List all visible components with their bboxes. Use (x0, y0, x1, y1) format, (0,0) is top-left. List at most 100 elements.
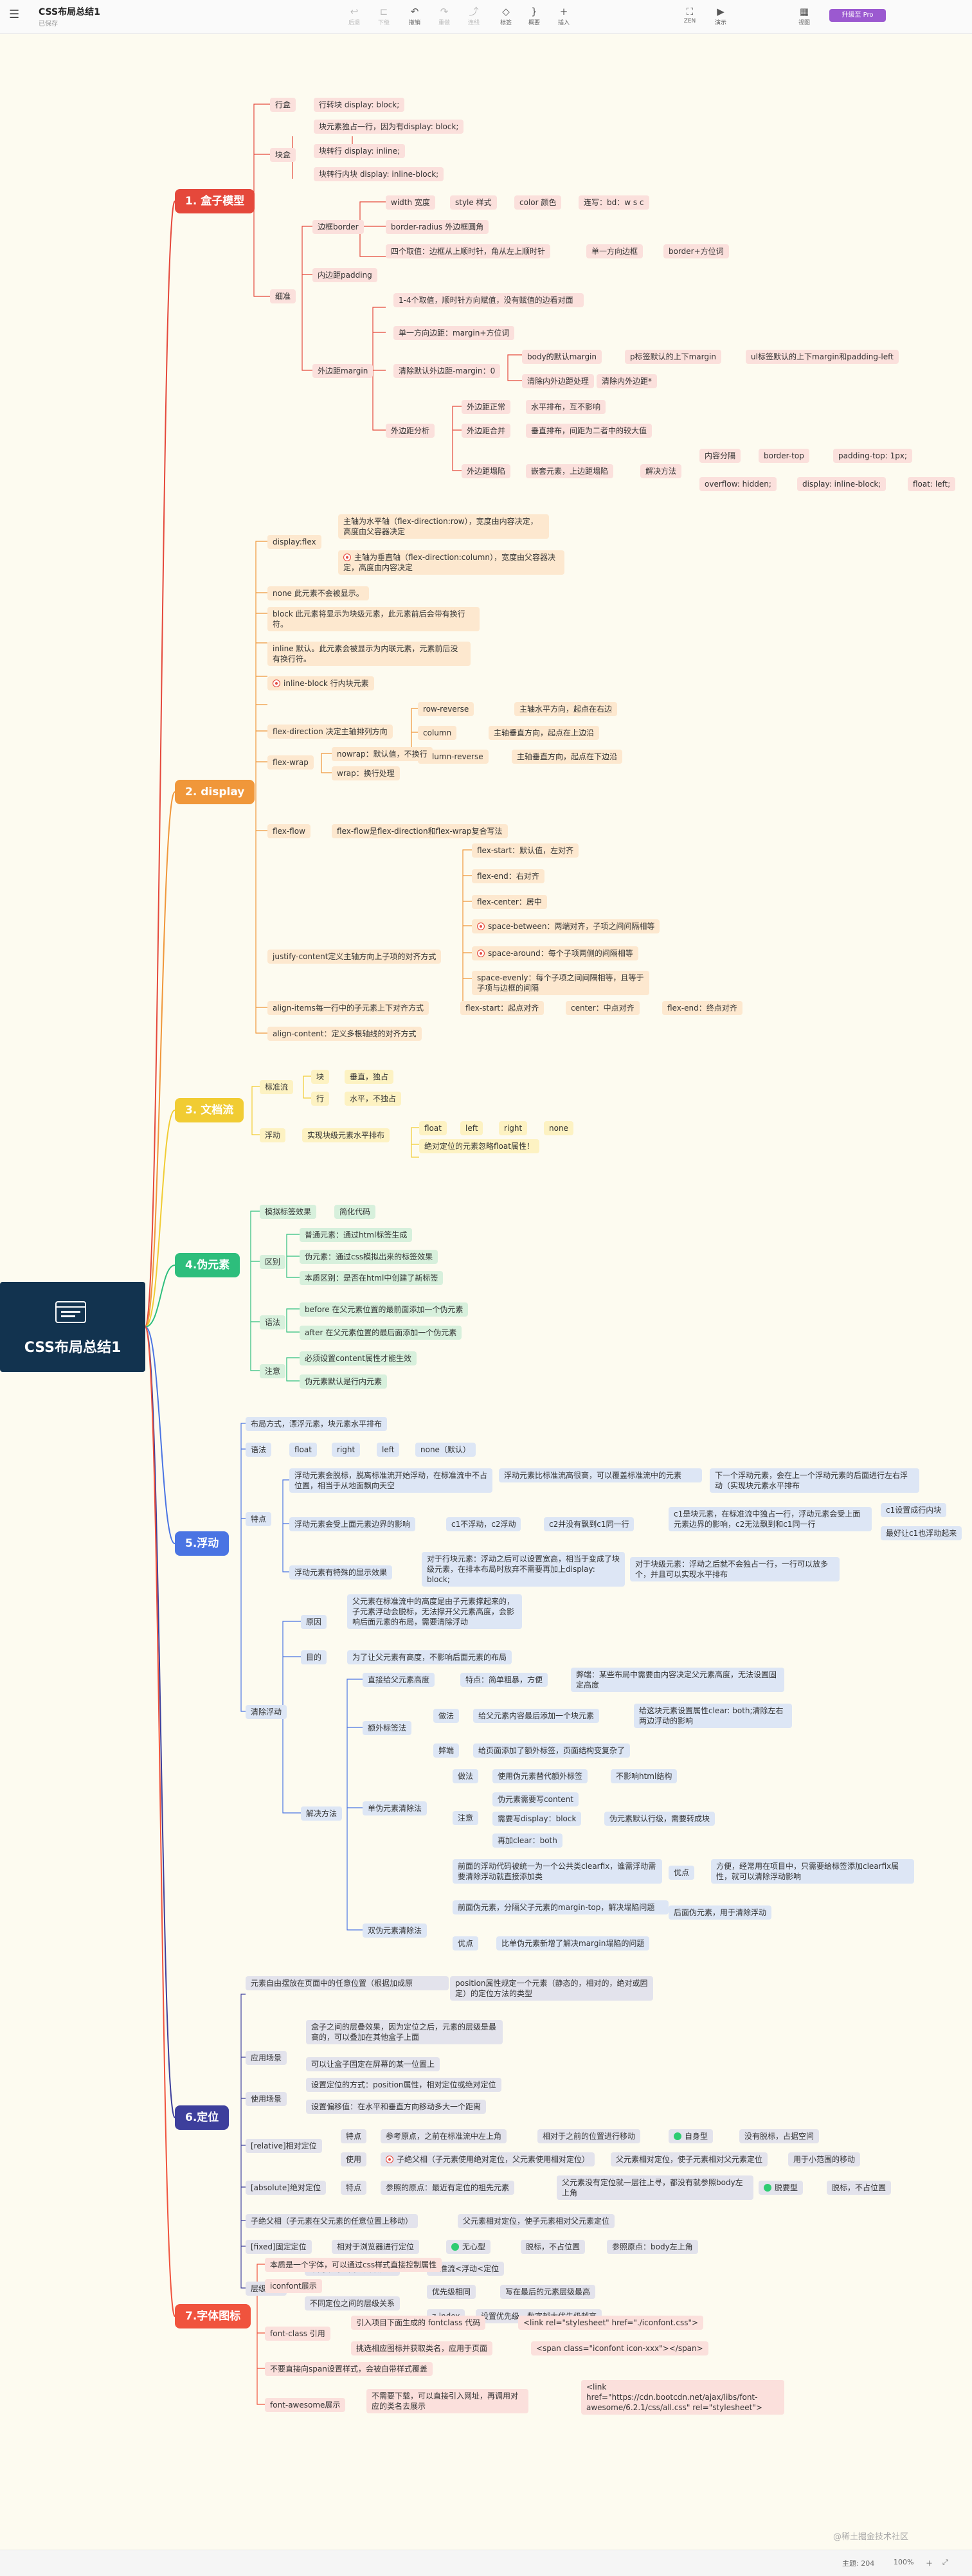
node[interactable]: c1设置成行内块 (881, 1503, 947, 1517)
node[interactable]: 绝对定位的元素忽略float属性！ (419, 1139, 539, 1153)
node[interactable]: 块元素独占一行，因为有display: block; (314, 120, 464, 134)
node[interactable]: 浮动元素有特殊的显示效果 (289, 1565, 393, 1580)
node[interactable]: 不影响html结构 (611, 1769, 678, 1783)
node[interactable]: 相对于浏览器进行定位 (332, 2240, 420, 2254)
node[interactable]: 最好让c1也浮动起来 (881, 1526, 962, 1540)
node[interactable]: body的默认margin (522, 350, 602, 364)
node[interactable]: 单一方向边框 (586, 244, 644, 258)
node[interactable]: flex-end：右对齐 (472, 869, 544, 883)
node[interactable]: 主轴垂直方向，起点在下边沿 (512, 750, 623, 764)
node[interactable]: space-evenly：每个子项之间间隔相等，且等于子项与边框的间隔 (472, 971, 649, 995)
node[interactable]: 主轴为垂直轴（flex-direction:column），宽度由父容器决定，高… (338, 550, 564, 575)
node[interactable]: 浮动 (260, 1128, 286, 1142)
node[interactable]: 用于小范围的移动 (788, 2152, 861, 2166)
node[interactable]: 原因 (301, 1615, 327, 1629)
node[interactable]: overflow: hidden; (699, 477, 777, 491)
node[interactable]: 清除浮动 (246, 1705, 287, 1719)
node-padding[interactable]: 内边距padding (312, 268, 377, 282)
node[interactable]: 父元素相对定位，使子元素相对父元素定位 (458, 2214, 615, 2228)
node[interactable]: 伪元素：通过css模拟出来的标签效果 (300, 1250, 438, 1264)
node[interactable]: float (289, 1443, 317, 1457)
node-margin[interactable]: 外边距margin (312, 364, 374, 378)
node[interactable]: 设置偏移值：在水平和垂直方向移动多大一个距离 (306, 2100, 487, 2114)
undo-button[interactable]: ↶撤销 (401, 5, 428, 26)
node[interactable]: 垂直，独占 (345, 1070, 394, 1084)
node[interactable]: 外边距正常 (462, 400, 511, 414)
node[interactable]: 标准流 (260, 1080, 294, 1094)
branch-float[interactable]: 5.浮动 (175, 1531, 230, 1556)
node[interactable]: 父元素在标准流中的高度是由子元素撑起来的，子元素浮动会脱标，无法撑开父元素高度，… (347, 1594, 522, 1629)
node[interactable]: flex-center：居中 (472, 895, 547, 909)
node[interactable]: c2并没有飘到c1同一行 (544, 1517, 634, 1531)
root-topic[interactable]: CSS布局总结1 (0, 1282, 145, 1372)
node[interactable]: 特点：简单粗暴，方便 (460, 1673, 548, 1687)
node[interactable]: 特点 (341, 2181, 367, 2195)
node[interactable]: 给页面添加了额外标签，页面结构变复杂了 (473, 1743, 631, 1758)
node[interactable]: 自身型 (669, 2129, 714, 2143)
node[interactable]: 使用场景 (246, 2092, 287, 2106)
node[interactable]: 引入项目下面生成的 fontclass 代码 (351, 2316, 486, 2330)
upgrade-pro-button[interactable]: 升级至 Pro (829, 9, 886, 22)
node[interactable]: 没有脱标，占据空间 (739, 2129, 820, 2143)
node[interactable]: 注意 (260, 1364, 286, 1378)
node[interactable]: 弊端：某些布局中需要由内容决定父元素高度，无法设置固定高度 (571, 1668, 784, 1692)
node[interactable]: [fixed]固定定位 (246, 2240, 312, 2254)
node[interactable]: 元素自由摆放在页面中的任意位置（根据加成原 (246, 1976, 449, 1990)
node[interactable]: 不同定位之间的层级关系 (305, 2296, 401, 2310)
node[interactable]: border-top (759, 449, 809, 463)
redo-button[interactable]: ↷重做 (431, 5, 458, 26)
node[interactable]: <link href="https://cdn.bootcdn.net/ajax… (581, 2380, 784, 2415)
node[interactable]: 普通元素：通过html标签生成 (300, 1228, 413, 1242)
node[interactable]: 设置定位的方式：position属性，相对定位或绝对定位 (306, 2078, 501, 2092)
node[interactable]: c1不浮动，c2浮动 (446, 1517, 521, 1531)
node[interactable]: 优点 (669, 1866, 695, 1880)
node[interactable]: p标签默认的上下margin (625, 350, 721, 364)
node[interactable]: 伪元素默认行级，需要转成块 (604, 1812, 716, 1826)
node[interactable]: 前面的浮动代码被统一为一个公共类clearfix，谁需浮动需要清除浮动就直接添加… (453, 1859, 662, 1884)
node[interactable]: 给父元素内容最后添加一个块元素 (473, 1709, 600, 1723)
node[interactable]: 清除内外边距* (597, 374, 658, 388)
node[interactable]: 参照的原点：最近有定位的祖先元素 (381, 2181, 515, 2195)
present-button[interactable]: ▶演示 (707, 5, 734, 26)
node[interactable]: flex-end：终点对齐 (662, 1001, 742, 1015)
node[interactable]: block 此元素将显示为块级元素，此元素前后会带有换行符。 (267, 607, 480, 631)
node[interactable]: float (419, 1121, 447, 1135)
node[interactable]: 细准 (270, 289, 296, 303)
node[interactable]: width 宽度 (386, 195, 435, 210)
node[interactable]: flex-flow (267, 824, 310, 838)
node[interactable]: font-class 引用 (265, 2327, 330, 2341)
node[interactable]: 优先级相同 (427, 2285, 476, 2299)
node[interactable]: 脱标，不占位置 (827, 2181, 892, 2195)
node[interactable]: left (460, 1121, 483, 1135)
node[interactable]: 语法 (246, 1443, 272, 1457)
node[interactable]: 伪元素需要写content (492, 1792, 579, 1806)
node[interactable]: padding-top: 1px; (833, 449, 913, 463)
node[interactable]: font-awesome展示 (265, 2398, 346, 2412)
node[interactable]: 清除默认外边距-margin：0 (393, 364, 501, 378)
back-button[interactable]: ↩后退 (341, 5, 368, 26)
node[interactable]: 注意 (453, 1811, 479, 1825)
node[interactable]: 主轴垂直方向，起点在上边沿 (489, 726, 600, 740)
node[interactable]: nowrap：默认值，不换行 (332, 747, 433, 761)
zoom-level[interactable]: 100% (894, 2558, 914, 2566)
connect-button[interactable]: ⤴连线 (460, 5, 487, 26)
node[interactable]: 优点 (453, 1936, 479, 1950)
tag-button[interactable]: ◇标签 (492, 5, 519, 26)
fit-screen-icon[interactable]: ⤢ (942, 2558, 948, 2566)
node[interactable]: 方便，经常用在项目中，只需要给标签添加clearfix属性，就可以清除浮动影响 (711, 1859, 914, 1884)
zoom-in-icon[interactable]: ＋ (926, 2559, 933, 2568)
node[interactable]: 不要直接向span设置样式，会被自带样式覆盖 (265, 2362, 433, 2376)
node[interactable]: [absolute]绝对定位 (246, 2181, 326, 2195)
node[interactable]: border+方位词 (663, 244, 729, 258)
branch-icon-font[interactable]: 7.字体图标 (175, 2304, 251, 2328)
node[interactable]: 嵌套元素，上边距塌陷 (526, 464, 614, 478)
node[interactable]: flex-wrap (267, 755, 314, 770)
node[interactable]: right (332, 1443, 361, 1457)
node[interactable]: float: left; (908, 477, 956, 491)
branch-display[interactable]: 2. display (175, 780, 255, 804)
node[interactable]: 语法 (260, 1315, 286, 1329)
sub-button[interactable]: ⊏下级 (370, 5, 397, 26)
node[interactable]: 不需要下载，可以直接引入网址，再调用对应的类名去展示 (366, 2389, 528, 2413)
node[interactable]: 双伪元素清除法 (363, 1923, 428, 1938)
node[interactable]: 下一个浮动元素，会在上一个浮动元素的后面进行左右浮动（实现块元素水平排布 (710, 1468, 919, 1493)
